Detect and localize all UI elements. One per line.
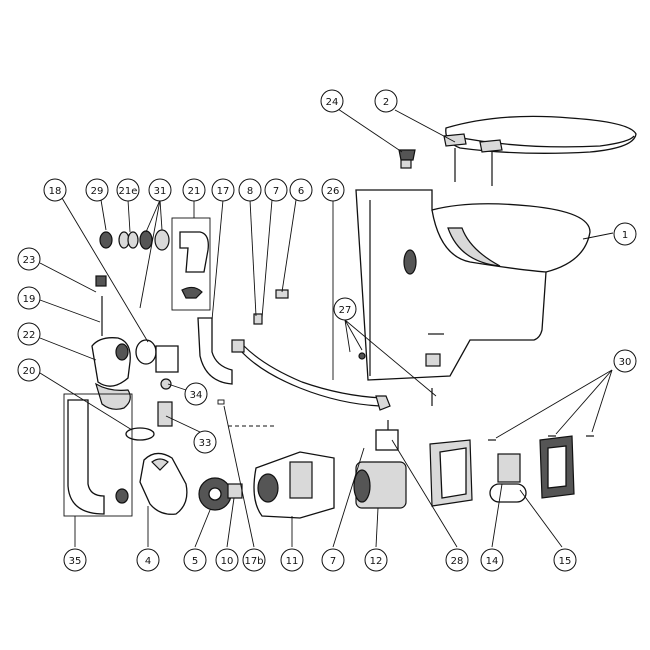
callout-30: 30 [613, 349, 637, 373]
callout-5: 5 [183, 548, 207, 572]
svg-text:21e: 21e [119, 186, 138, 197]
callout-34: 34 [184, 382, 208, 406]
capacitor-part [489, 453, 527, 503]
svg-text:7: 7 [273, 186, 279, 197]
callout-11: 11 [280, 548, 304, 572]
callout-8: 8 [238, 178, 262, 202]
small-fittings [253, 289, 289, 325]
callout-10: 10 [215, 548, 239, 572]
svg-text:23: 23 [23, 255, 36, 266]
callout-23: 23 [17, 247, 41, 271]
callout-35: 35 [63, 548, 87, 572]
svg-text:6: 6 [298, 186, 304, 197]
cap-part [398, 149, 416, 169]
pump-housing [139, 452, 188, 515]
electronics-box [429, 439, 473, 507]
svg-text:33: 33 [199, 438, 212, 449]
clamp-part [125, 427, 155, 441]
svg-text:4: 4 [145, 556, 151, 567]
svg-text:20: 20 [23, 366, 36, 377]
svg-text:29: 29 [91, 186, 104, 197]
callout-31: 31 [148, 178, 172, 202]
svg-text:10: 10 [221, 556, 234, 567]
callout-21: 21 [182, 178, 206, 202]
callout-1: 1 [613, 222, 637, 246]
callout-29: 29 [85, 178, 109, 202]
svg-text:11: 11 [286, 556, 299, 567]
svg-text:26: 26 [327, 186, 340, 197]
discharge-pipe-kit [63, 393, 133, 517]
svg-text:22: 22 [23, 330, 36, 341]
motor-part [353, 420, 407, 509]
svg-text:2: 2 [383, 97, 389, 108]
elbow-fitting [171, 217, 211, 311]
washer-parts [99, 229, 170, 251]
cover-plate [539, 435, 575, 499]
svg-text:30: 30 [619, 357, 632, 368]
tee-fitting [135, 339, 179, 427]
svg-text:19: 19 [23, 294, 36, 305]
callout-14: 14 [480, 548, 504, 572]
svg-text:14: 14 [486, 556, 499, 567]
svg-text:5: 5 [192, 556, 198, 567]
toilet-seat-lid [443, 115, 637, 186]
svg-text:7: 7 [330, 556, 336, 567]
callout-20: 20 [17, 358, 41, 382]
valve-body [91, 275, 131, 410]
leader-lines [39, 108, 614, 548]
callout-33: 33 [193, 430, 217, 454]
callout-18: 18 [43, 178, 67, 202]
outlet-bend-hose [197, 317, 391, 411]
svg-text:27: 27 [339, 305, 352, 316]
callout-22: 22 [17, 322, 41, 346]
callout-2: 2 [374, 89, 398, 113]
svg-text:1: 1 [622, 230, 628, 241]
callout-17b: 17b [242, 548, 266, 572]
impeller-part [198, 477, 232, 511]
svg-text:35: 35 [69, 556, 82, 567]
callout-17: 17 [211, 178, 235, 202]
callout-21e: 21e [116, 178, 140, 202]
callout-19: 19 [17, 286, 41, 310]
screw-parts [358, 333, 444, 406]
svg-text:31: 31 [154, 186, 167, 197]
svg-text:15: 15 [559, 556, 572, 567]
svg-text:21: 21 [188, 186, 201, 197]
toilet-bowl [355, 189, 591, 381]
svg-text:24: 24 [326, 97, 339, 108]
svg-text:34: 34 [190, 390, 203, 401]
callout-6: 6 [289, 178, 313, 202]
callout-15: 15 [553, 548, 577, 572]
svg-text:18: 18 [49, 186, 62, 197]
callout-7-bottom: 7 [321, 548, 345, 572]
callout-27: 27 [333, 297, 357, 321]
callout-4: 4 [136, 548, 160, 572]
callout-7-top: 7 [264, 178, 288, 202]
callout-24: 24 [320, 89, 344, 113]
svg-text:28: 28 [451, 556, 464, 567]
svg-text:17: 17 [217, 186, 230, 197]
cover-screws [488, 435, 594, 441]
motor-housing [253, 451, 335, 519]
callout-12: 12 [364, 548, 388, 572]
callout-28: 28 [445, 548, 469, 572]
svg-text:8: 8 [247, 186, 253, 197]
svg-text:12: 12 [370, 556, 383, 567]
svg-text:17b: 17b [244, 556, 263, 567]
callout-26: 26 [321, 178, 345, 202]
